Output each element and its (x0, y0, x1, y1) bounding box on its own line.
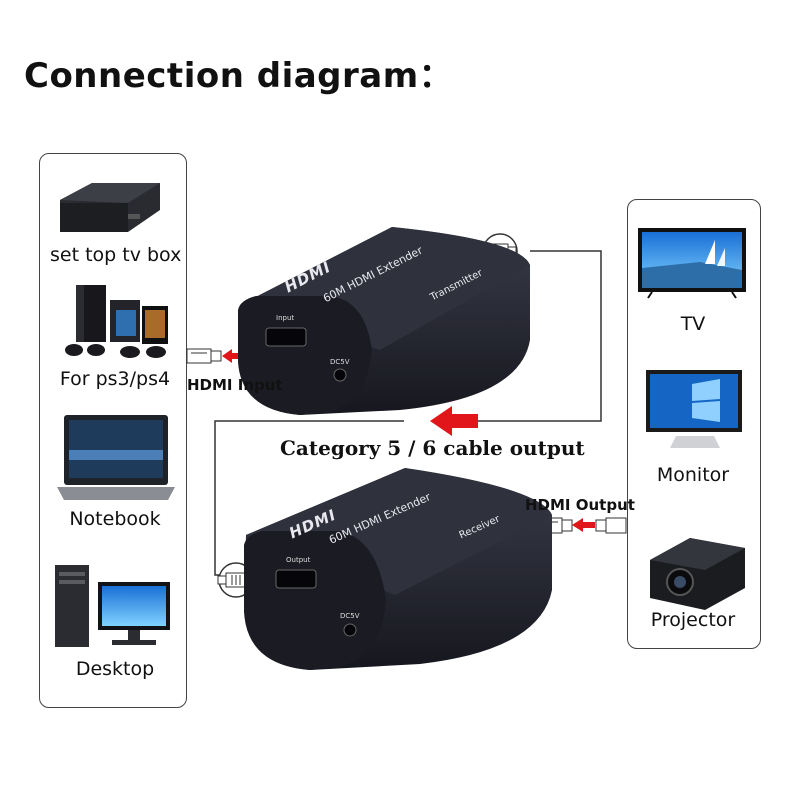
cable-output-label: Category 5 / 6 cable output (280, 436, 585, 460)
game-console-icon (65, 285, 168, 358)
receiver-hdmi-port (275, 569, 317, 589)
receiver-device (244, 468, 552, 670)
hdmi-input-label: HDMI Input (187, 376, 283, 394)
projector-icon (650, 538, 745, 610)
receiver-port-label: Output (286, 556, 311, 564)
hdmi-output-label: HDMI Output (525, 496, 635, 514)
tv-icon (638, 228, 746, 299)
monitor-label: Monitor (656, 464, 730, 486)
tv-label: TV (680, 313, 706, 335)
transmitter-hdmi-port (265, 327, 307, 347)
transmitter-power-port (333, 368, 347, 382)
page-title: Connection diagram： (24, 56, 454, 96)
transmitter-power-label: DC5V (330, 358, 350, 366)
set-top-box-label: set top tv box (50, 244, 182, 266)
ps-label: For ps3/ps4 (59, 368, 171, 390)
monitor-icon (646, 370, 742, 448)
set-top-box-icon (60, 183, 160, 232)
cable-flow-arrow (430, 406, 478, 436)
transmitter-port-label: Input (276, 314, 295, 322)
notebook-label: Notebook (69, 508, 161, 530)
transmitter-device (238, 227, 530, 415)
receiver-power-label: DC5V (340, 612, 360, 620)
notebook-icon (57, 415, 175, 500)
projector-label: Projector (650, 609, 736, 631)
desktop-label: Desktop (75, 658, 155, 680)
receiver-power-port (343, 623, 357, 637)
desktop-icon (55, 565, 170, 647)
